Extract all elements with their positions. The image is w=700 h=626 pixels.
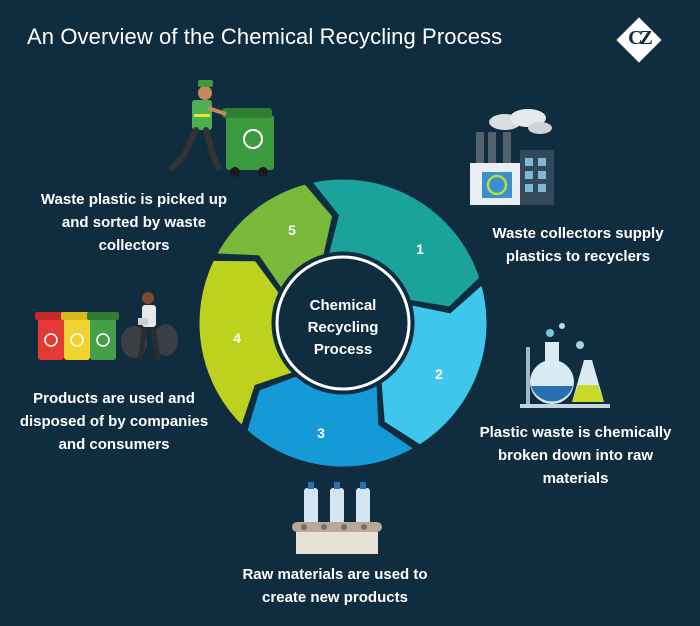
center-label: Chemical Recycling Process [307,297,379,358]
step-3-number: 3 [317,425,325,441]
step-1-number: 1 [416,241,424,257]
step-2-text: Plastic waste is chemically broken down … [479,424,672,487]
step-5-number: 5 [288,222,296,238]
cz-logo: CZ [616,17,662,63]
cycle-segment-5 [212,181,336,294]
logo-text: CZ [628,27,653,49]
bottle-conveyor-icon [292,482,382,554]
step-2-number: 2 [435,366,443,382]
cycle-segment-2 [378,280,490,448]
step-5-text: Waste plastic is picked up and sorted by… [40,191,228,254]
step-1-text: Waste collectors supply plastics to recy… [492,225,664,265]
step-4-number: 4 [233,330,241,346]
center-circle [275,255,411,391]
waste-collector-icon [169,80,274,177]
step-3-text: Raw materials are used to create new pro… [242,566,428,606]
cycle-segment-4 [196,257,298,431]
cycle-segment-1 [307,176,483,310]
page-title: An Overview of the Chemical Recycling Pr… [27,24,503,49]
cycle-segment-3 [244,373,419,470]
factory-icon [470,109,554,205]
recycling-bins-icon [35,292,178,361]
lab-flasks-icon [520,323,610,408]
cycle-segments [196,176,490,470]
step-4-text: Products are used and disposed of by com… [19,390,209,453]
